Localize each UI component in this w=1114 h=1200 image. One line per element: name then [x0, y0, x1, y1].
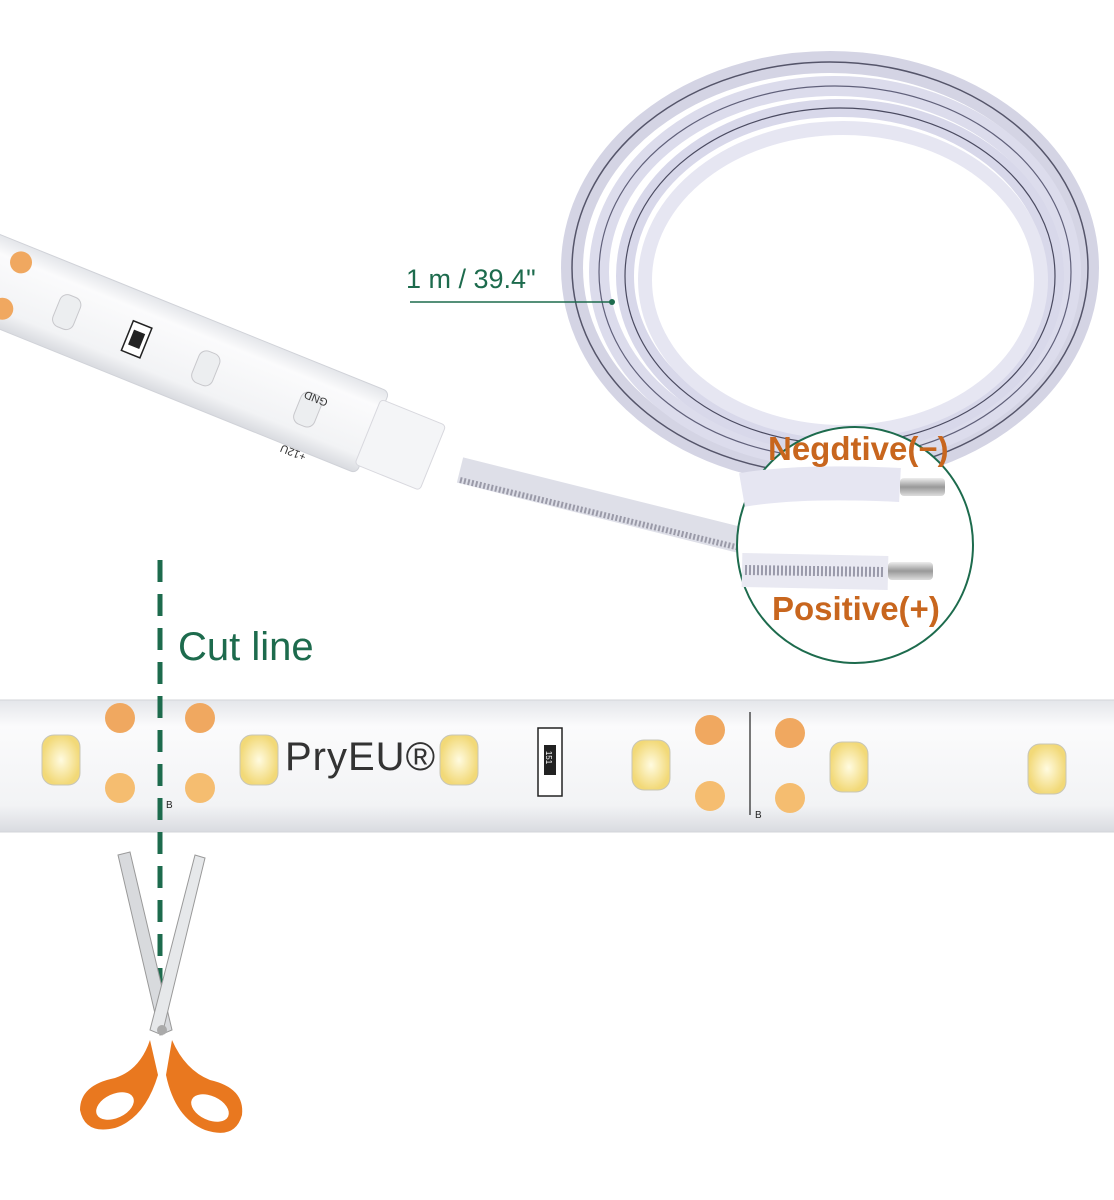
scissors-icon — [80, 851, 243, 1133]
cut-line-label: Cut line — [178, 625, 314, 669]
lead-cable — [456, 457, 744, 553]
negative-label: Negdtive(−) — [768, 430, 949, 467]
positive-label: Positive(+) — [772, 590, 940, 627]
length-label: 1 m / 39.4" — [406, 264, 536, 294]
pad-mark: B — [166, 800, 173, 811]
main-led-strip — [0, 699, 1114, 833]
cable-coil — [561, 51, 1099, 485]
copper-pads — [105, 703, 805, 813]
angled-led-strip — [0, 205, 446, 490]
resistor-code: 151 — [544, 750, 554, 765]
leds — [41, 734, 1067, 795]
brand-label: PryEU® — [285, 735, 437, 779]
pad-mark-2: B — [755, 810, 762, 821]
negative-wire — [739, 466, 901, 507]
